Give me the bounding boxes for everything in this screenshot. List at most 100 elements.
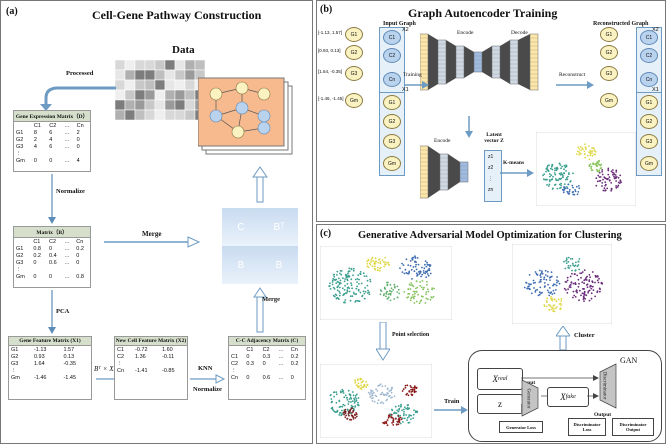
table-cell: G2 <box>11 353 19 360</box>
scatter-point <box>379 402 382 404</box>
reconstruct-arrow <box>556 81 594 89</box>
gene-feature-title: Gene Feature Matrix (X1) <box>9 337 91 346</box>
network-connection <box>428 34 438 90</box>
scatter-point <box>361 294 364 297</box>
scatter-point <box>548 309 550 311</box>
scatter-point <box>333 275 336 278</box>
table-cell: ⋮ <box>11 367 17 374</box>
scatter-point <box>351 414 353 417</box>
scatter-point <box>421 273 424 276</box>
scatter-point <box>336 274 338 276</box>
scatter-point <box>414 255 416 258</box>
scatter-point <box>588 289 591 292</box>
scatter-point <box>339 292 341 294</box>
scatter-point <box>604 184 607 187</box>
network-layer <box>437 39 447 85</box>
scatter-point <box>532 282 535 284</box>
scatter-point <box>366 262 369 265</box>
heatmap-cell <box>115 69 126 81</box>
feature-vector: [-1.13, 1.57] <box>318 30 343 35</box>
panel-b-title: Graph Autoencoder Training <box>408 6 558 20</box>
scatter-point <box>420 299 423 302</box>
scatter-point <box>528 285 530 287</box>
scatter-point <box>549 175 551 178</box>
scatter-point <box>379 261 382 263</box>
scatter-point <box>403 417 406 420</box>
scatter-point <box>331 400 333 403</box>
scatter-point <box>398 420 400 423</box>
heatmap-cell <box>164 89 176 101</box>
scatter-point <box>380 401 383 403</box>
table-cell: 1.36 <box>135 353 146 360</box>
table-cell: 0 <box>49 273 53 280</box>
scatter-point <box>402 421 404 423</box>
kmeans-scatter <box>536 132 636 206</box>
scatter-point <box>353 402 356 404</box>
scatter-point <box>381 259 384 262</box>
scatter-point <box>410 414 413 417</box>
scatter-point <box>409 288 412 290</box>
network-layer <box>439 153 449 191</box>
scatter-point <box>347 286 350 289</box>
scatter-point <box>585 148 587 151</box>
scatter-point <box>341 287 344 290</box>
scatter-point <box>546 166 549 169</box>
scatter-point <box>426 263 429 266</box>
scatter-point <box>357 300 360 302</box>
scatter-point <box>366 384 369 386</box>
x2-label-in: X2 <box>402 27 409 33</box>
scatter-point <box>388 290 391 292</box>
table-cell: 4 <box>76 157 80 164</box>
scatter-point <box>422 295 424 298</box>
scatter-point <box>598 277 600 280</box>
scatter-point <box>409 264 412 267</box>
scatter-point <box>549 305 552 307</box>
scatter-point <box>389 394 391 397</box>
scatter-point <box>431 288 433 291</box>
scatter-point <box>595 164 598 167</box>
table-cell: ... <box>64 129 70 136</box>
scatter-point <box>547 283 549 286</box>
scatter-point <box>341 405 344 408</box>
scatter-point <box>523 286 526 289</box>
table-cell: ... <box>64 259 70 266</box>
gan-box <box>468 350 662 442</box>
scatter-point <box>546 178 548 181</box>
scatter-point <box>417 271 420 273</box>
table-cell: 0.2 <box>290 360 299 367</box>
scatter-point <box>412 266 415 268</box>
scatter-point <box>429 298 432 301</box>
scatter-point <box>352 416 355 418</box>
network-connection <box>448 154 460 190</box>
scatter-point <box>566 292 569 294</box>
feature-vector: [-1.46, -1.45] <box>318 96 344 101</box>
scatter-point <box>551 293 554 295</box>
scatter-point <box>544 178 547 181</box>
table-cell <box>32 150 47 157</box>
table-cell: C2 <box>117 353 125 360</box>
scatter-point <box>594 295 596 298</box>
scatter-point <box>405 393 408 396</box>
scatter-point <box>554 167 556 170</box>
scatter-point <box>360 381 363 384</box>
g-node-in: G2 <box>383 114 401 129</box>
scatter-point <box>409 260 412 262</box>
g-node-in: Gm <box>383 156 401 171</box>
scatter-point <box>380 290 383 292</box>
scatter-point <box>541 272 544 275</box>
scatter-point <box>556 187 559 190</box>
table-cell: 0.13 <box>63 353 75 360</box>
scatter-point <box>352 407 355 410</box>
scatter-point <box>417 293 419 296</box>
scatter-point <box>571 272 573 275</box>
scatter-point <box>339 405 342 408</box>
scatter-point <box>601 182 604 184</box>
table-header-cell <box>14 238 31 245</box>
scatter-point <box>382 261 385 263</box>
scatter-point <box>344 394 347 397</box>
scatter-point <box>591 154 594 157</box>
scatter-point <box>553 172 556 174</box>
